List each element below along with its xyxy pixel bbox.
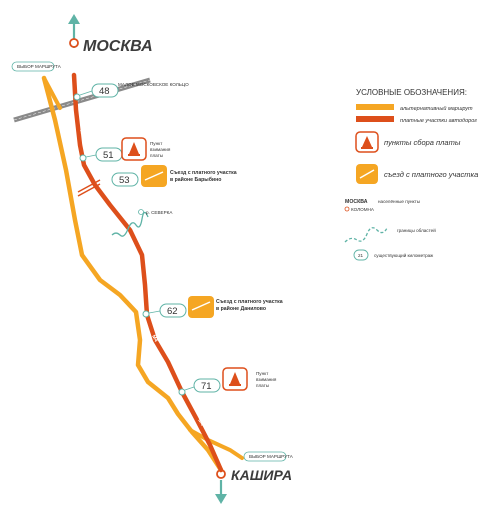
exit-barybino-line2: в районе Барыбино <box>170 176 221 183</box>
svg-text:48: 48 <box>99 86 110 97</box>
toll-point-note-2-line1: Пункт <box>256 371 269 376</box>
exit-danilovo-line1: Съезд с платного участка <box>216 299 283 305</box>
km-marker-48: 48 <box>73 83 119 101</box>
legend-km-sample: 21 <box>358 253 364 258</box>
ring-road <box>13 77 151 123</box>
alt-route-lower-link <box>188 428 244 460</box>
toll-point-note-1-line2: взимания <box>150 147 171 152</box>
legend-toll-swatch <box>356 116 394 122</box>
km-marker-71: 71 <box>178 378 221 396</box>
km-marker-62: 62 <box>142 303 187 318</box>
toll-point-icon-1 <box>121 137 147 161</box>
svg-text:51: 51 <box>103 150 114 161</box>
severka-marker <box>138 209 144 215</box>
toll-point-note-1-line3: платы <box>150 153 163 158</box>
legend-toll-point-icon <box>355 131 379 153</box>
toll-exit-icon-1 <box>141 165 167 187</box>
route-choice-bottom: ВЫБОР МАРШРУТА <box>243 451 294 462</box>
svg-text:71: 71 <box>201 381 212 392</box>
city-kashira: КАШИРА <box>231 467 292 483</box>
city-moscow: МОСКВА <box>83 38 153 55</box>
toll-point-note-2-line3: платы <box>256 383 269 388</box>
exit-danilovo-line2: в районе Данилово <box>216 305 266 312</box>
severka-river <box>111 211 149 237</box>
legend-settlement-dot <box>344 206 350 212</box>
legend-settlement-main: МОСКВА <box>345 199 368 205</box>
km-marker-53: 53 <box>77 172 139 197</box>
legend-alt-route-swatch <box>356 104 394 110</box>
km-marker-51: 51 <box>79 147 123 162</box>
ring-road-label: МАЛОЕ МОСКОВСКОЕ КОЛЬЦО <box>118 82 189 87</box>
legend-settlements-label: населённые пункты <box>378 199 420 204</box>
legend-toll-exit-icon <box>356 164 378 184</box>
legend-toll-points-label: пункты сбора платы <box>384 138 461 147</box>
legend-borders-label: границы областей <box>397 227 436 233</box>
road-label-m4-b: М4 <box>150 334 159 343</box>
alt-route-top-link <box>42 76 62 110</box>
toll-point-icon-2 <box>222 367 248 391</box>
road-label-m4-a: М4 <box>78 129 86 137</box>
legend-km-sample-pill <box>353 249 369 261</box>
moscow-marker <box>68 14 80 48</box>
legend-toll-exit-label: съезд с платного участка <box>384 170 478 179</box>
kashira-marker <box>215 469 227 504</box>
exit-barybino-line1: Съезд с платного участка <box>170 170 237 176</box>
road-label-m4-c: М4 <box>196 418 205 427</box>
toll-point-note-2-line2: взимания <box>256 377 277 382</box>
legend: УСЛОВНЫЕ ОБОЗНАЧЕНИЯ: альтернативный мар… <box>344 88 478 261</box>
svg-text:ВЫБОР МАРШРУТА: ВЫБОР МАРШРУТА <box>249 454 294 459</box>
severka-label: р. СЕВЕРКА <box>146 210 173 215</box>
route-choice-top: ВЫБОР МАРШРУТА <box>11 61 62 72</box>
legend-alt-route-label: альтернативный маршрут <box>400 105 473 112</box>
legend-border-line <box>344 227 388 243</box>
legend-settlement-small: КОЛОМНА <box>351 207 375 212</box>
svg-text:53: 53 <box>119 175 130 186</box>
alt-route <box>41 75 224 473</box>
legend-title: УСЛОВНЫЕ ОБОЗНАЧЕНИЯ: <box>356 88 467 97</box>
toll-point-note-1-line1: Пункт <box>150 141 163 146</box>
legend-existing-km-label: существующий километраж <box>374 252 434 258</box>
svg-text:62: 62 <box>167 306 178 317</box>
toll-exit-icon-2 <box>188 296 214 318</box>
legend-toll-label: платные участки автодорог <box>400 118 477 124</box>
svg-text:ВЫБОР МАРШРУТА: ВЫБОР МАРШРУТА <box>17 64 62 69</box>
